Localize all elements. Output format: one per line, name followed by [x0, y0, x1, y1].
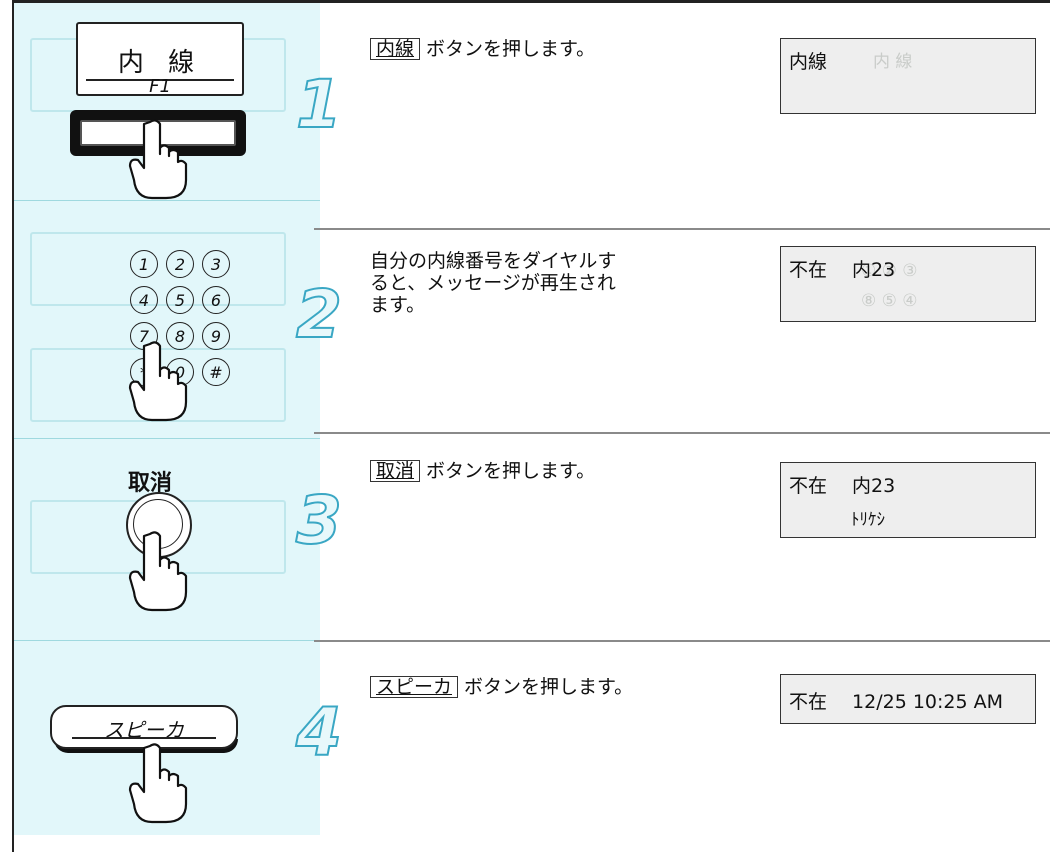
row-separator	[314, 228, 1050, 230]
cancel-key-label: 取消	[128, 471, 173, 496]
dial-key: 2	[166, 250, 194, 278]
step-4-instruction: スピーカボタンを押します。	[370, 676, 633, 698]
top-border	[12, 0, 1050, 3]
panel-divider	[14, 438, 320, 439]
lcd-line: 不在 内23	[789, 475, 896, 497]
dial-key: 4	[130, 286, 158, 314]
row-separator	[314, 432, 1050, 434]
step-2-instruction: 自分の内線番号をダイヤルす ると、メッセージが再生され ます。	[370, 250, 617, 316]
lcd-line: 不在 12/25 10:25 AM	[789, 691, 1004, 713]
dial-key: 6	[202, 286, 230, 314]
speaker-key-label: スピーカ	[104, 718, 184, 742]
extension-key-function: F1	[149, 76, 171, 97]
lcd-line: ﾄﾘｹｼ	[851, 510, 885, 530]
row-separator	[314, 640, 1050, 642]
left-border	[12, 0, 14, 852]
extension-key-label: 内 線	[117, 48, 203, 78]
step-number: 4	[295, 694, 343, 771]
panel-divider	[14, 200, 320, 201]
pointing-hand-icon	[128, 341, 188, 422]
lcd-display: 内 線 内線	[780, 38, 1036, 114]
lcd-line: 不在 内23	[789, 259, 896, 281]
step-1-instruction: 内線ボタンを押します。	[370, 38, 595, 60]
dial-key: 5	[166, 286, 194, 314]
lcd-display: 不在 12/25 10:25 AM	[780, 674, 1036, 724]
step-number: 2	[295, 276, 343, 353]
dial-key: 8	[166, 322, 194, 350]
step-number: 3	[295, 482, 343, 559]
key-label-box: 内線	[370, 38, 421, 60]
dial-key: 1	[130, 250, 158, 278]
pointing-hand-icon	[128, 743, 188, 824]
key-label-box: スピーカ	[370, 676, 459, 698]
pointing-hand-icon	[128, 119, 188, 200]
lcd-display: 不在 内23 ﾄﾘｹｼ	[780, 462, 1036, 538]
pointing-hand-icon	[128, 531, 188, 612]
key-label-box: 取消	[370, 460, 421, 482]
lcd-line: 内線	[789, 51, 828, 73]
ghost-shape	[30, 232, 286, 306]
step-3-instruction: 取消ボタンを押します。	[370, 460, 595, 482]
dial-key: #	[202, 358, 230, 386]
dial-key: 3	[202, 250, 230, 278]
lcd-display: ① ② ③ ⑧ ⑤ ④ 不在 内23	[780, 246, 1036, 322]
dial-key: 9	[202, 322, 230, 350]
panel-divider	[14, 640, 320, 641]
extension-key-cap: 内 線 F1	[76, 22, 244, 97]
step-number: 1	[295, 66, 343, 143]
